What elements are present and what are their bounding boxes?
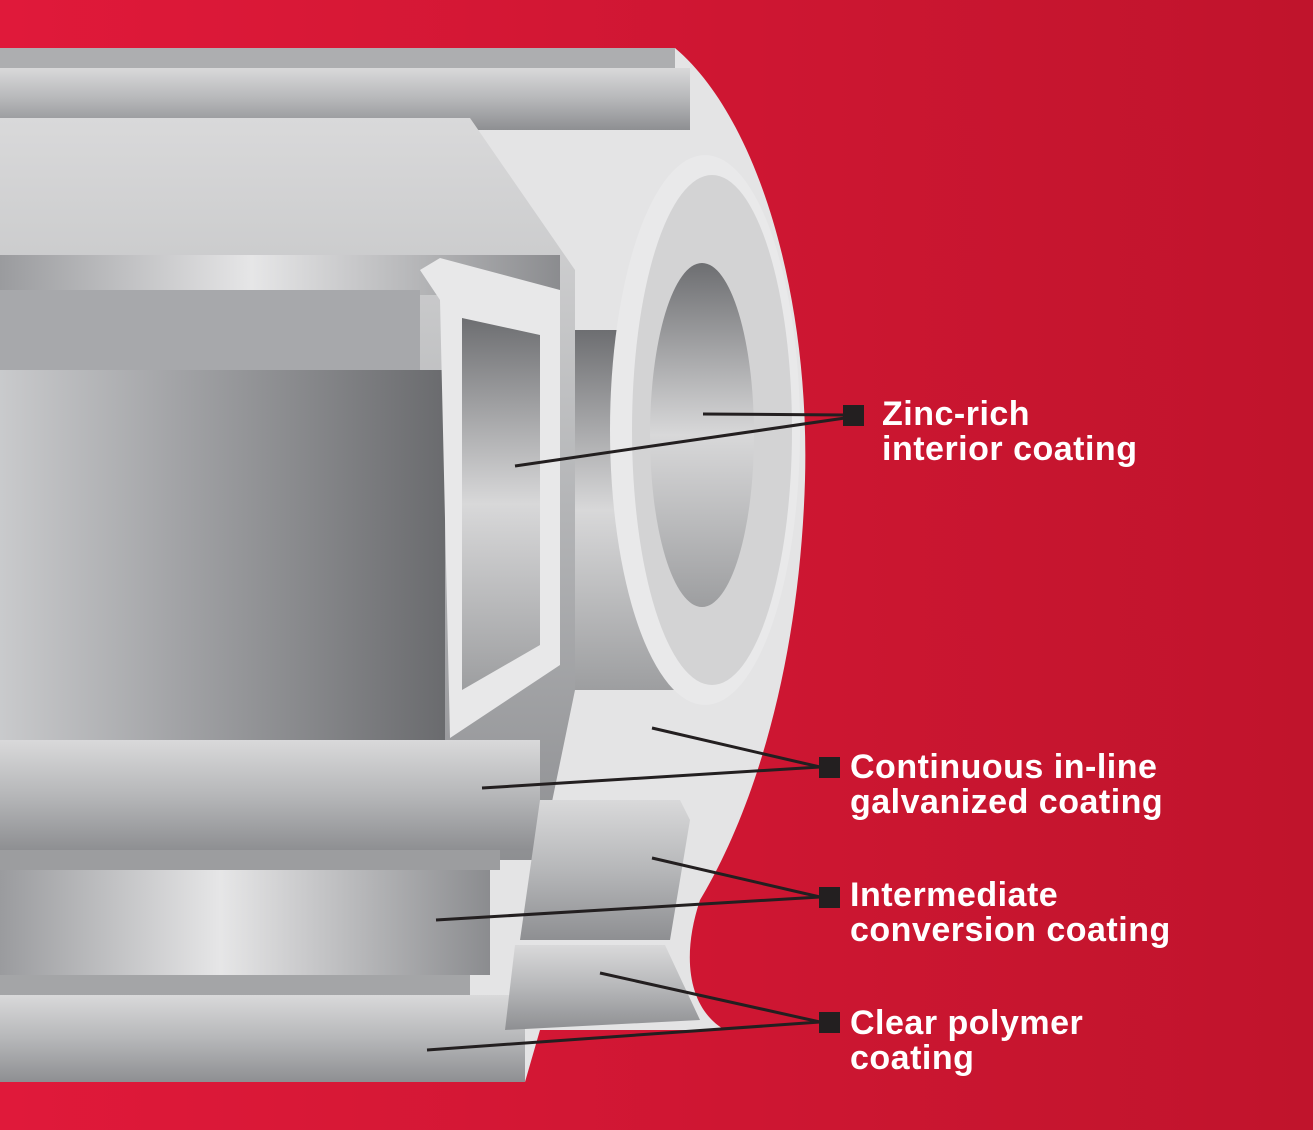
- pipe-layers: [0, 48, 806, 1082]
- label-line: Continuous in-line: [850, 748, 1158, 786]
- polymer-marker: [819, 1012, 840, 1033]
- label-line: Clear polymer: [850, 1004, 1084, 1042]
- label-line: Zinc-rich: [882, 395, 1031, 433]
- label-clear-polymer-coating: Clear polymer coating: [850, 1006, 1083, 1076]
- zinc-marker: [843, 405, 864, 426]
- label-line: Intermediate: [850, 876, 1059, 914]
- leader-lines: [426, 405, 864, 1052]
- label-line: coating: [850, 1039, 975, 1077]
- label-line: galvanized coating: [850, 783, 1164, 821]
- galvanized-marker: [819, 757, 840, 778]
- conversion-marker: [819, 887, 840, 908]
- label-galvanized-coating: Continuous in-line galvanized coating: [850, 750, 1163, 820]
- label-zinc-rich-interior-coating: Zinc-rich interior coating: [882, 397, 1137, 467]
- label-line: interior coating: [882, 430, 1138, 468]
- label-line: conversion coating: [850, 911, 1171, 949]
- label-conversion-coating: Intermediate conversion coating: [850, 878, 1171, 948]
